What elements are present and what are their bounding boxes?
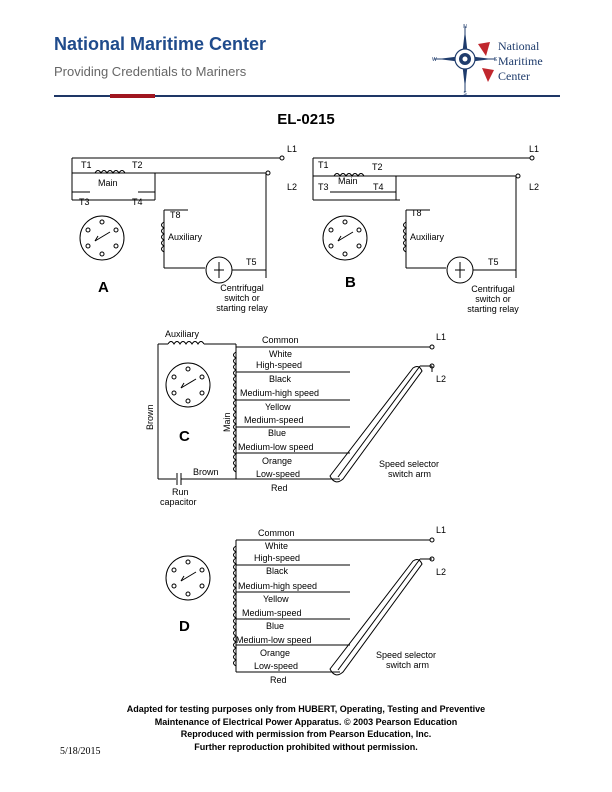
caption-line-4: Further reproduction prohibited without … <box>194 741 418 752</box>
c-tap-white: White <box>269 349 292 359</box>
b-relay-l2: switch or <box>475 294 511 304</box>
c-run-l1: Run <box>172 487 189 497</box>
c-l2: L2 <box>436 374 446 384</box>
d-tap-red: Red <box>270 675 287 685</box>
logo-wordmark: National Maritime Center <box>498 39 578 84</box>
b-t8: T8 <box>411 208 422 218</box>
c-tap-medium-high-speed: Medium-high speed <box>240 388 319 398</box>
c-label: C <box>179 428 190 445</box>
org-name: National Maritime Center <box>54 34 267 54</box>
logo-compass-s: S <box>463 91 467 96</box>
c-tap-yellow: Yellow <box>265 402 291 412</box>
c-brown-vertical: Brown <box>145 404 155 430</box>
c-auxiliary: Auxiliary <box>165 329 200 339</box>
a-t4: T4 <box>132 197 143 207</box>
a-main: Main <box>98 178 118 188</box>
c-run-l2: capacitor <box>160 497 197 507</box>
c-tap-red: Red <box>271 483 288 493</box>
a-auxiliary: Auxiliary <box>168 232 203 242</box>
a-relay-l1: Centrifugal <box>220 283 264 293</box>
diagram-a: T1 T2 Main T3 T4 T8 Auxiliary T5 L1 L2 A… <box>71 144 297 313</box>
d-tap-black: Black <box>266 566 289 576</box>
header-rule <box>54 95 560 97</box>
a-label: A <box>98 279 109 296</box>
b-t4: T4 <box>373 182 384 192</box>
org-tagline: Providing Credentials to Mariners <box>54 64 247 79</box>
logo-line-2: Maritime <box>498 54 543 68</box>
c-tap-blue: Blue <box>268 428 286 438</box>
caption-line-1: Adapted for testing purposes only from H… <box>126 704 486 714</box>
diagram-d: D L1 L2 Speed selector switch arm Common… <box>165 525 446 685</box>
d-tap-low-speed: Low-speed <box>254 661 298 671</box>
document-id: EL-0215 <box>277 111 335 128</box>
d-tap-high-speed: High-speed <box>254 553 300 563</box>
c-l1: L1 <box>436 332 446 342</box>
d-l1: L1 <box>436 525 446 535</box>
logo-line-1: National <box>498 39 540 53</box>
source-caption: Adapted for testing purposes only from H… <box>60 703 552 753</box>
d-selector-l2: switch arm <box>386 660 429 670</box>
d-l2: L2 <box>436 567 446 577</box>
d-label: D <box>179 618 190 635</box>
c-tap-high-speed: High-speed <box>256 360 302 370</box>
logo-compass-w: W <box>432 57 437 63</box>
c-tap-medium-low-speed: Medium-low speed <box>238 442 314 452</box>
b-auxiliary: Auxiliary <box>410 232 445 242</box>
a-relay-l2: switch or <box>224 293 260 303</box>
c-selector-l1: Speed selector <box>379 459 439 469</box>
c-selector-l2: switch arm <box>388 469 431 479</box>
d-tap-yellow: Yellow <box>263 594 289 604</box>
caption-line-3: Reproduced with permission from Pearson … <box>180 729 432 739</box>
c-tap-orange: Orange <box>262 456 292 466</box>
c-tap-black: Black <box>269 374 292 384</box>
footer-date: 5/18/2015 <box>60 746 101 757</box>
b-l1: L1 <box>529 144 539 154</box>
a-t5: T5 <box>246 257 257 267</box>
logo-compass-e: E <box>494 57 498 63</box>
c-tap-low-speed: Low-speed <box>256 469 300 479</box>
b-t2: T2 <box>372 162 383 172</box>
a-t2: T2 <box>132 160 143 170</box>
d-tap-blue: Blue <box>266 621 284 631</box>
b-t3: T3 <box>318 182 329 192</box>
header-rule-accent <box>110 94 155 98</box>
d-tap-orange: Orange <box>260 648 290 658</box>
c-main: Main <box>222 412 232 432</box>
d-tap-common: Common <box>258 528 295 538</box>
c-tap-medium-speed: Medium-speed <box>244 415 304 425</box>
maritime-compass-logo: N S W E <box>432 24 498 96</box>
d-selector-l1: Speed selector <box>376 650 436 660</box>
a-t8: T8 <box>170 210 181 220</box>
logo-line-3: Center <box>498 69 530 83</box>
diagram-c: Auxiliary Brown Main C Brown Run capacit… <box>145 329 446 507</box>
d-tap-medium-low-speed: Medium-low speed <box>236 635 312 645</box>
a-l1: L1 <box>287 144 297 154</box>
d-tap-medium-speed: Medium-speed <box>242 608 302 618</box>
c-tap-common: Common <box>262 335 299 345</box>
b-relay-l3: starting relay <box>467 304 519 314</box>
a-t3: T3 <box>79 197 90 207</box>
c-brown-label: Brown <box>193 467 219 477</box>
a-t1: T1 <box>81 160 92 170</box>
diagram-b: T1 T2 Main T3 T4 T8 Auxiliary T5 L1 L2 B… <box>312 144 539 314</box>
a-l2: L2 <box>287 182 297 192</box>
d-tap-white: White <box>265 541 288 551</box>
logo-compass-n: N <box>463 24 467 30</box>
a-relay-l3: starting relay <box>216 303 268 313</box>
b-t1: T1 <box>318 160 329 170</box>
b-t5: T5 <box>488 257 499 267</box>
b-relay-l1: Centrifugal <box>471 284 515 294</box>
b-label: B <box>345 274 356 291</box>
b-l2: L2 <box>529 182 539 192</box>
caption-line-2: Maintenance of Electrical Power Apparatu… <box>154 716 458 727</box>
d-tap-medium-high-speed: Medium-high speed <box>238 581 317 591</box>
b-main: Main <box>338 176 358 186</box>
